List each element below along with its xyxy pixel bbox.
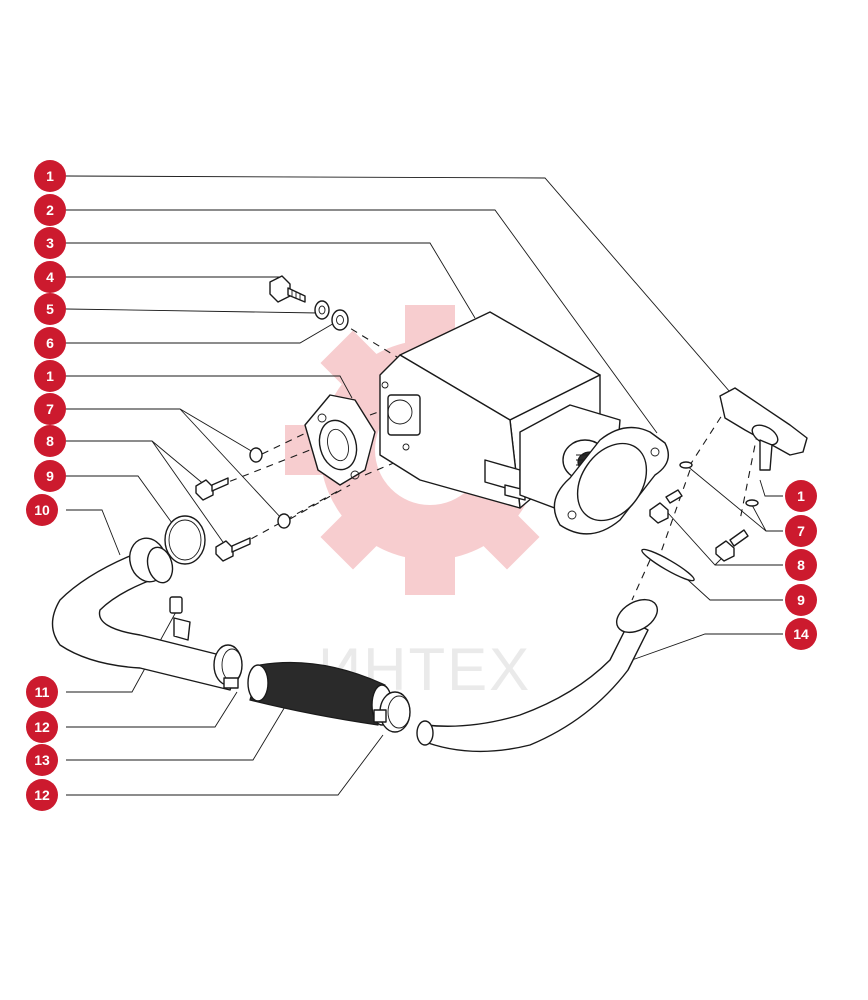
leader-8a-1 xyxy=(66,440,207,487)
washer-5 xyxy=(314,300,330,320)
svg-text:7: 7 xyxy=(46,401,54,417)
callout-3: 3 xyxy=(34,227,66,259)
leader-12a xyxy=(66,691,238,728)
svg-text:12: 12 xyxy=(34,719,50,735)
svg-text:13: 13 xyxy=(34,752,50,768)
washer-7-right-b xyxy=(745,499,759,507)
leader-11 xyxy=(66,609,178,693)
callout-9b: 9 xyxy=(785,584,817,616)
svg-text:11: 11 xyxy=(35,684,50,700)
callout-2: 2 xyxy=(34,194,66,226)
svg-text:5: 5 xyxy=(46,301,54,317)
svg-text:1: 1 xyxy=(797,488,805,504)
leader-10 xyxy=(66,509,121,556)
bolt-8-right-a xyxy=(649,489,683,524)
svg-text:1: 1 xyxy=(46,168,54,184)
callout-11: 11 xyxy=(26,676,58,708)
pipe-elbow-left xyxy=(51,537,241,691)
svg-text:12: 12 xyxy=(34,787,50,803)
leader-3 xyxy=(66,242,476,319)
bolt-top xyxy=(269,275,306,303)
leader-1c xyxy=(759,479,783,497)
svg-text:3: 3 xyxy=(46,235,54,251)
callout-12a: 12 xyxy=(26,711,58,743)
leader-7b-1 xyxy=(685,464,783,532)
clamp-right xyxy=(373,691,411,733)
callout-7b: 7 xyxy=(785,515,817,547)
o-ring-right xyxy=(641,548,695,582)
svg-text:7: 7 xyxy=(797,523,805,539)
washer-7-upper xyxy=(249,447,263,463)
svg-text:2: 2 xyxy=(46,202,54,218)
flange-left xyxy=(304,394,376,486)
svg-text:6: 6 xyxy=(46,335,54,351)
leader-6 xyxy=(66,321,337,344)
leader-1a xyxy=(65,175,731,393)
leader-9a xyxy=(66,475,178,531)
callout-7a: 7 xyxy=(34,393,66,425)
svg-text:8: 8 xyxy=(797,557,805,573)
gasket-large xyxy=(553,426,669,535)
callout-10: 10 xyxy=(26,494,58,526)
callout-12b: 12 xyxy=(26,779,58,811)
leader-13 xyxy=(66,699,290,761)
svg-text:9: 9 xyxy=(46,468,54,484)
washer-7-right-a xyxy=(679,461,693,469)
bolt-8-upper xyxy=(195,477,229,501)
leader-5 xyxy=(65,308,319,314)
svg-text:4: 4 xyxy=(46,269,54,285)
callout-4: 4 xyxy=(34,261,66,293)
clamp-left xyxy=(213,644,243,689)
svg-text:9: 9 xyxy=(797,592,805,608)
callout-1b: 1 xyxy=(34,360,66,392)
svg-text:1: 1 xyxy=(46,368,54,384)
leader-7a-2 xyxy=(179,408,283,520)
distributor-housing xyxy=(379,311,621,511)
callout-5: 5 xyxy=(34,293,66,325)
o-ring-left xyxy=(164,515,206,565)
leader-2 xyxy=(66,209,658,434)
leader-7a-1 xyxy=(66,408,254,453)
leader-1b xyxy=(66,375,353,399)
leader-8a-2 xyxy=(151,440,226,546)
callout-1c: 1 xyxy=(785,480,817,512)
svg-text:14: 14 xyxy=(793,626,809,642)
washer-6 xyxy=(331,309,349,331)
washer-7-lower xyxy=(277,513,291,529)
callout-8b: 8 xyxy=(785,549,817,581)
leader-14 xyxy=(631,633,783,661)
washer-5-hole xyxy=(318,305,326,315)
callout-13: 13 xyxy=(26,744,58,776)
leader-9b xyxy=(676,569,783,601)
leader-lines xyxy=(65,175,783,796)
leader-12b xyxy=(66,734,384,796)
svg-text:8: 8 xyxy=(46,433,54,449)
washer-6-hole xyxy=(336,315,344,325)
callout-14: 14 xyxy=(785,618,817,650)
callout-1a: 1 xyxy=(34,160,66,192)
callout-9a: 9 xyxy=(34,460,66,492)
callouts: 1 2 3 4 5 6 1 7 8 9 10 11 12 13 12 1 7 8… xyxy=(26,160,817,811)
bolt-8-right-b xyxy=(715,529,749,562)
callout-8a: 8 xyxy=(34,425,66,457)
flange-top-right xyxy=(719,387,808,471)
svg-text:10: 10 xyxy=(34,502,50,518)
leader-7b-2 xyxy=(751,504,767,532)
callout-6: 6 xyxy=(34,327,66,359)
bolt-8-lower xyxy=(215,537,251,562)
pipe-right xyxy=(416,598,658,753)
